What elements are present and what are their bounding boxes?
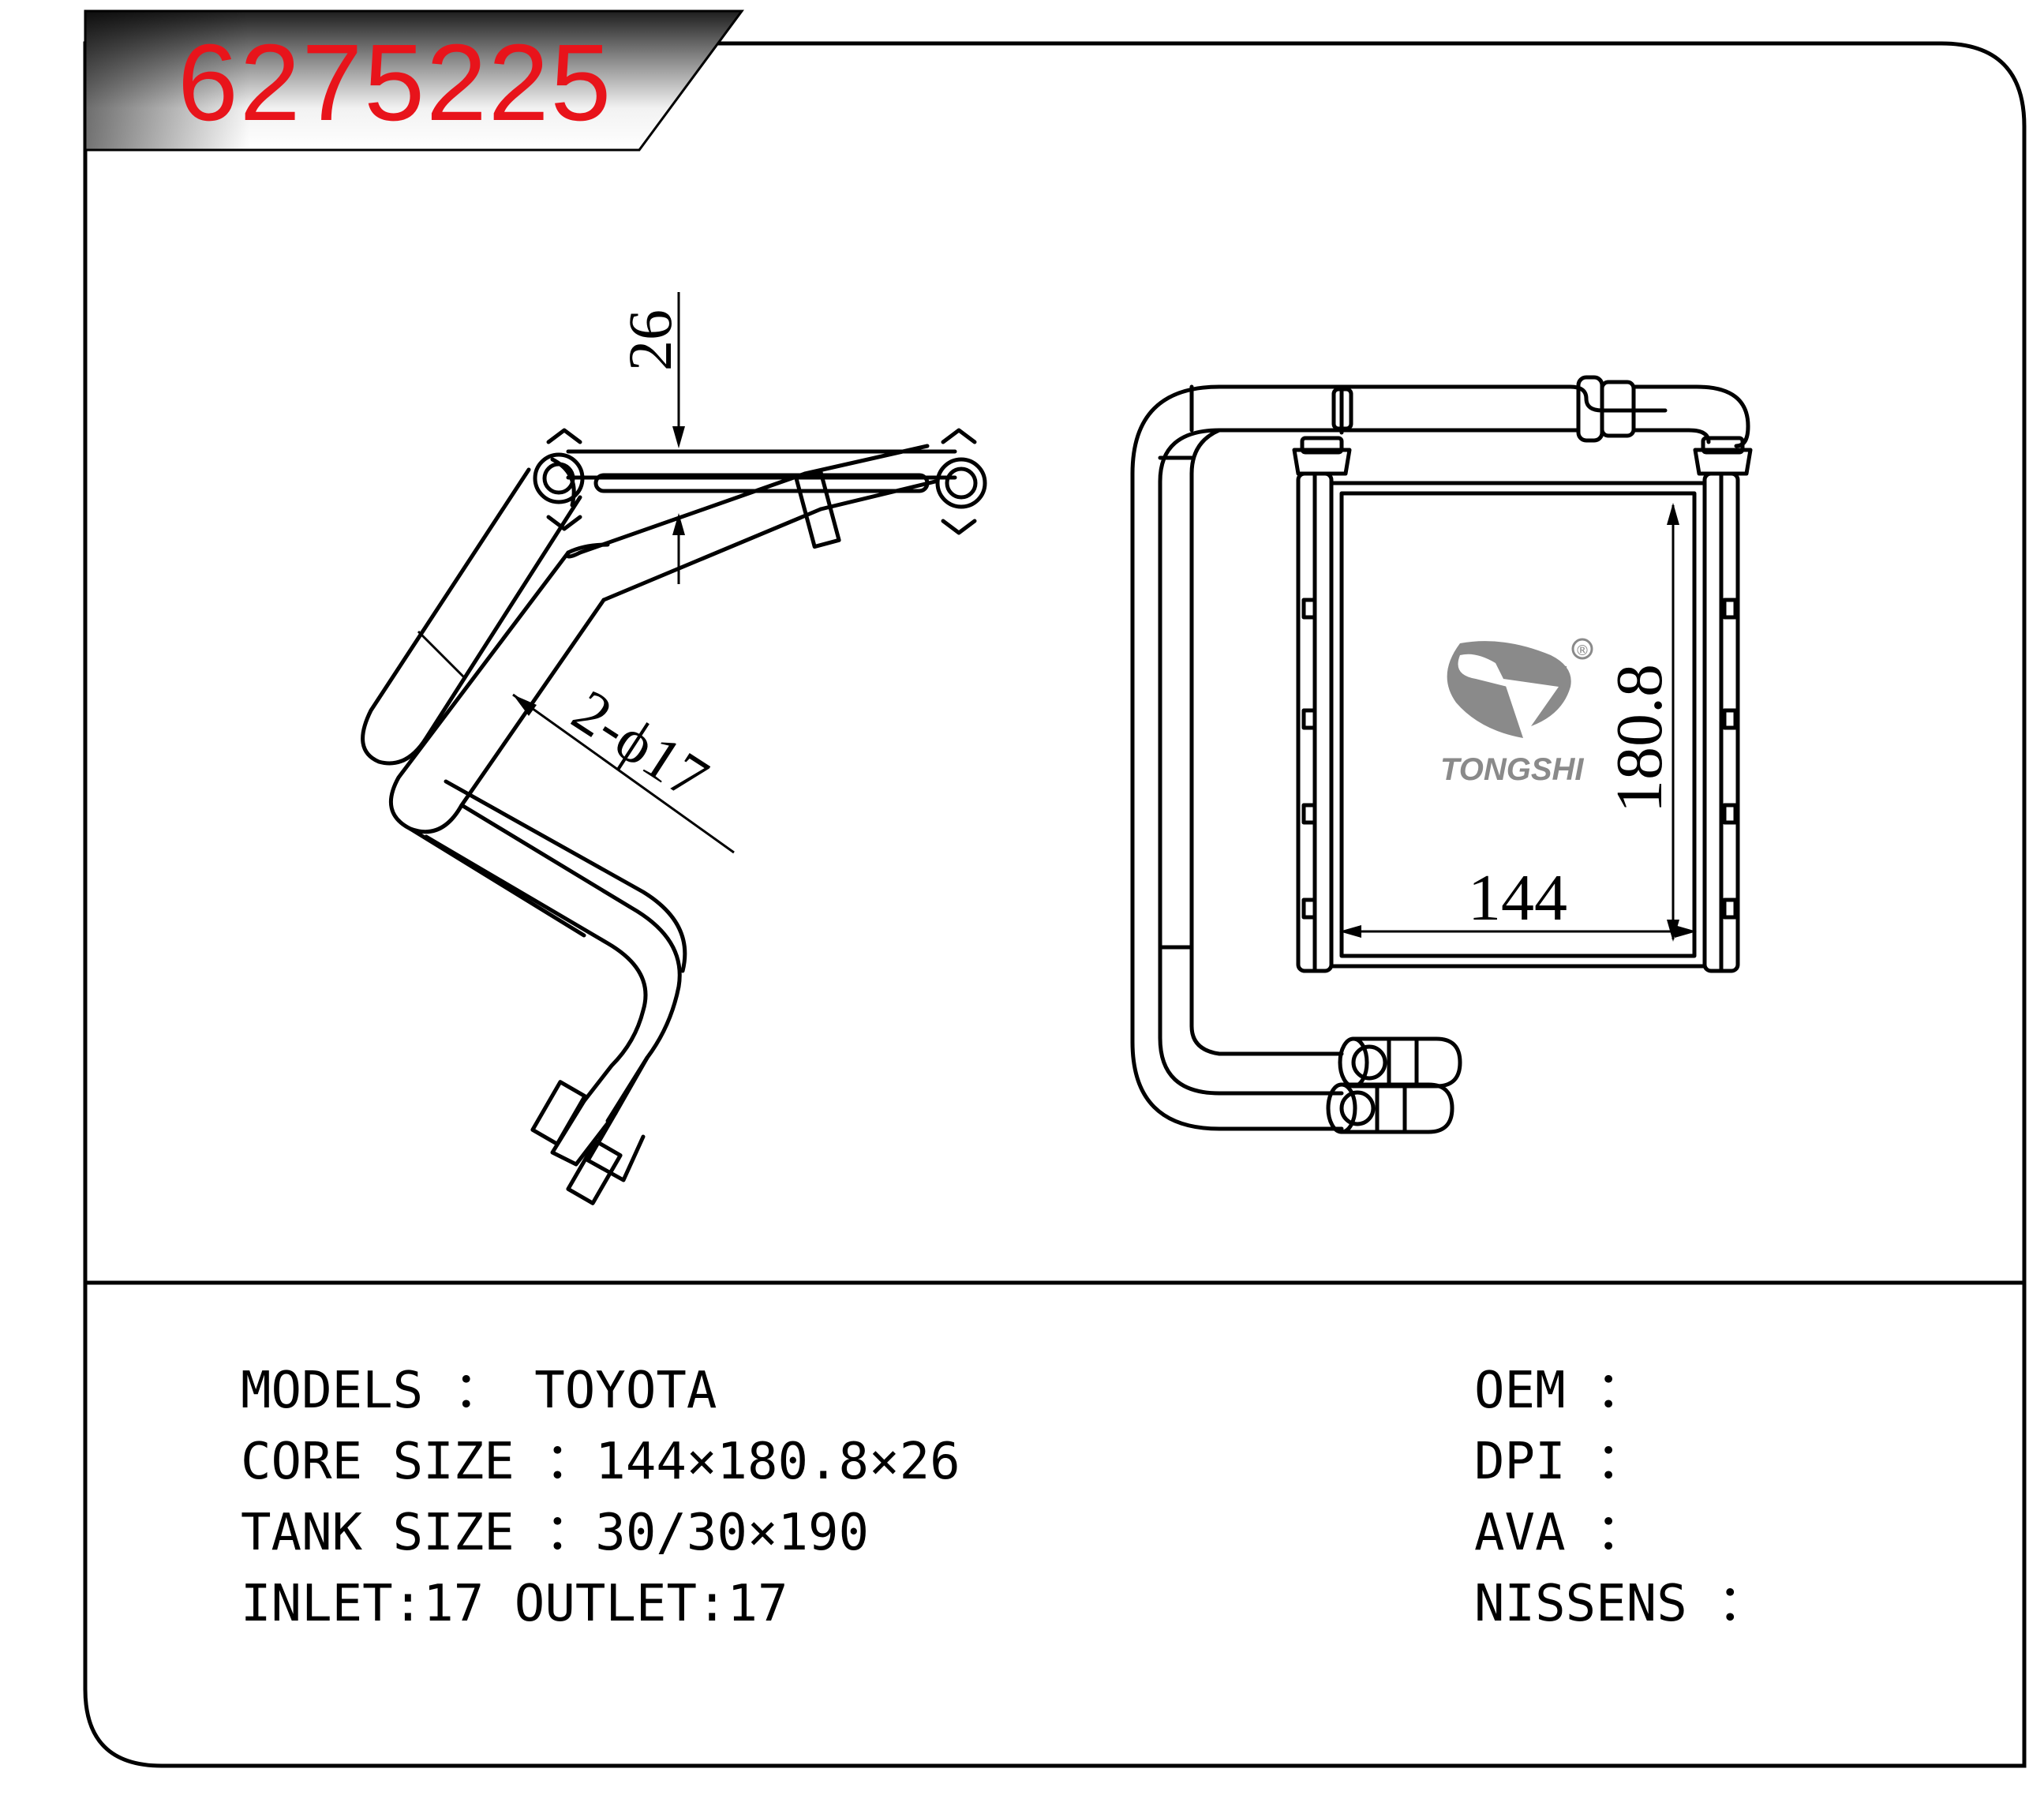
dim-pipe-label: 2-ϕ17	[561, 676, 721, 812]
spec-oem: OEM ：	[1474, 1362, 1646, 1420]
spec-tank-size: TANK SIZE ：30/30×190	[241, 1504, 869, 1562]
spec-core-size: CORE SIZE ：144×180.8×26	[241, 1433, 960, 1491]
brand-name: TONGSHI	[1440, 752, 1584, 787]
spec-models: MODELS ： TOYOTA	[241, 1362, 717, 1420]
part-number: 6275225	[178, 22, 612, 144]
specs-right: OEM ： DPI ： AVA ： NISSENS ：	[1474, 1362, 1768, 1633]
dim-thickness-label: 26	[616, 309, 684, 371]
frame-border	[83, 41, 2027, 1768]
spec-inlet-outlet: INLET:17 OUTLET:17	[241, 1575, 788, 1633]
specs-left: MODELS ： TOYOTA CORE SIZE ：144×180.8×26 …	[241, 1362, 960, 1633]
tongshi-logo-icon	[1447, 638, 1593, 738]
part-number-banner: 6275225	[84, 9, 744, 152]
dim-height-label: 180.8	[1603, 664, 1676, 813]
heater-core-front-view	[1130, 375, 1753, 1134]
spec-dpi: DPI ：	[1474, 1433, 1646, 1491]
front-view-dimensions	[1339, 503, 1697, 942]
registered-mark: ®	[1575, 643, 1589, 659]
side-view-dimensions	[417, 292, 735, 854]
spec-nissens: NISSENS ：	[1474, 1575, 1768, 1633]
dim-width-label: 144	[1468, 861, 1567, 935]
heater-core-side-view	[361, 428, 987, 1205]
spec-ava: AVA ：	[1474, 1504, 1646, 1562]
